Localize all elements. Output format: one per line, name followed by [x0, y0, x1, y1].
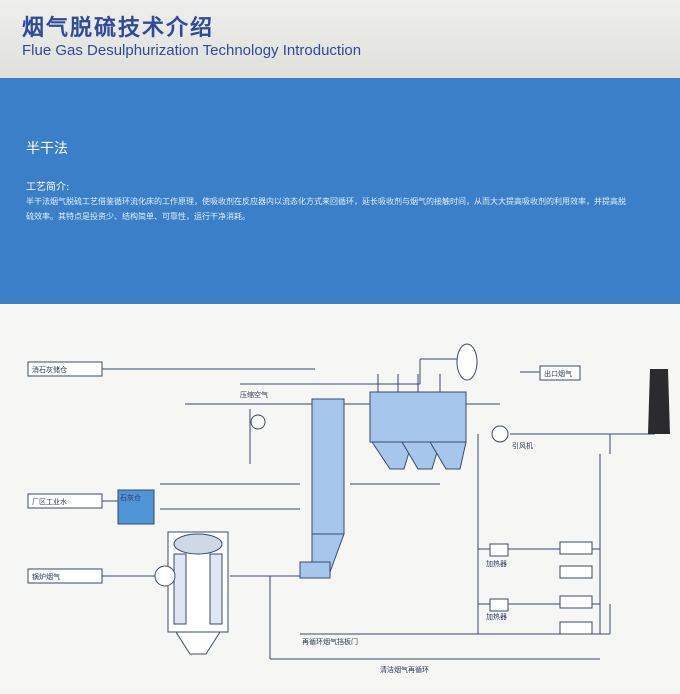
page-title-cn: 烟气脱硫技术介绍: [22, 16, 215, 41]
intro-body: 半干法烟气脱硫工艺借鉴循环流化床的工作原理，使吸收剂在反应器内以流态化方式来回循…: [26, 197, 626, 221]
label-input-top: 消石灰储仓: [32, 365, 67, 374]
label-output-right: 出口烟气: [544, 369, 572, 378]
chimney-stack: [648, 369, 670, 434]
intro-band: 半干法 工艺简介: 半干法烟气脱硫工艺借鉴循环流化床的工作原理，使吸收剂在反应器…: [0, 78, 680, 304]
intro-heading: 工艺简介:: [26, 182, 70, 193]
label-fan: 引风机: [512, 441, 533, 450]
label-bottom-pipe-1: 再循环烟气挡板门: [302, 637, 358, 646]
output-box-top: [539, 365, 581, 381]
label-bottom-pipe-2: 清洁烟气再循环: [380, 665, 429, 674]
label-bag: 石灰仓: [120, 493, 141, 502]
fan-icon: [491, 425, 509, 443]
lime-silo: [456, 343, 478, 381]
page-title-en: Flue Gas Desulphurization Technology Int…: [22, 42, 362, 59]
label-heater-2: 加热器: [486, 612, 507, 621]
page-header: 烟气脱硫技术介绍 Flue Gas Desulphurization Techn…: [0, 0, 680, 78]
process-flow-svg: 消石灰储仓 厂区工业水 锅炉烟气 压缩空气 石灰仓 出口烟气 引风机 加热器 加…: [27, 343, 670, 674]
section-title: 半干法: [26, 141, 68, 157]
water-tank: [117, 489, 155, 525]
process-diagram: 消石灰储仓 厂区工业水 锅炉烟气 压缩空气 石灰仓 出口烟气 引风机 加热器 加…: [0, 304, 680, 690]
bag-filter: [369, 391, 467, 470]
absorber-tower: [311, 398, 345, 535]
label-header-pipe: 压缩空气: [240, 390, 268, 399]
air-preheater: [154, 531, 229, 655]
label-input-mid: 厂区工业水: [32, 497, 67, 506]
label-heater-1: 加热器: [486, 559, 507, 568]
absorber-inlet: [299, 561, 331, 579]
label-input-bottom: 锅炉烟气: [32, 572, 60, 581]
